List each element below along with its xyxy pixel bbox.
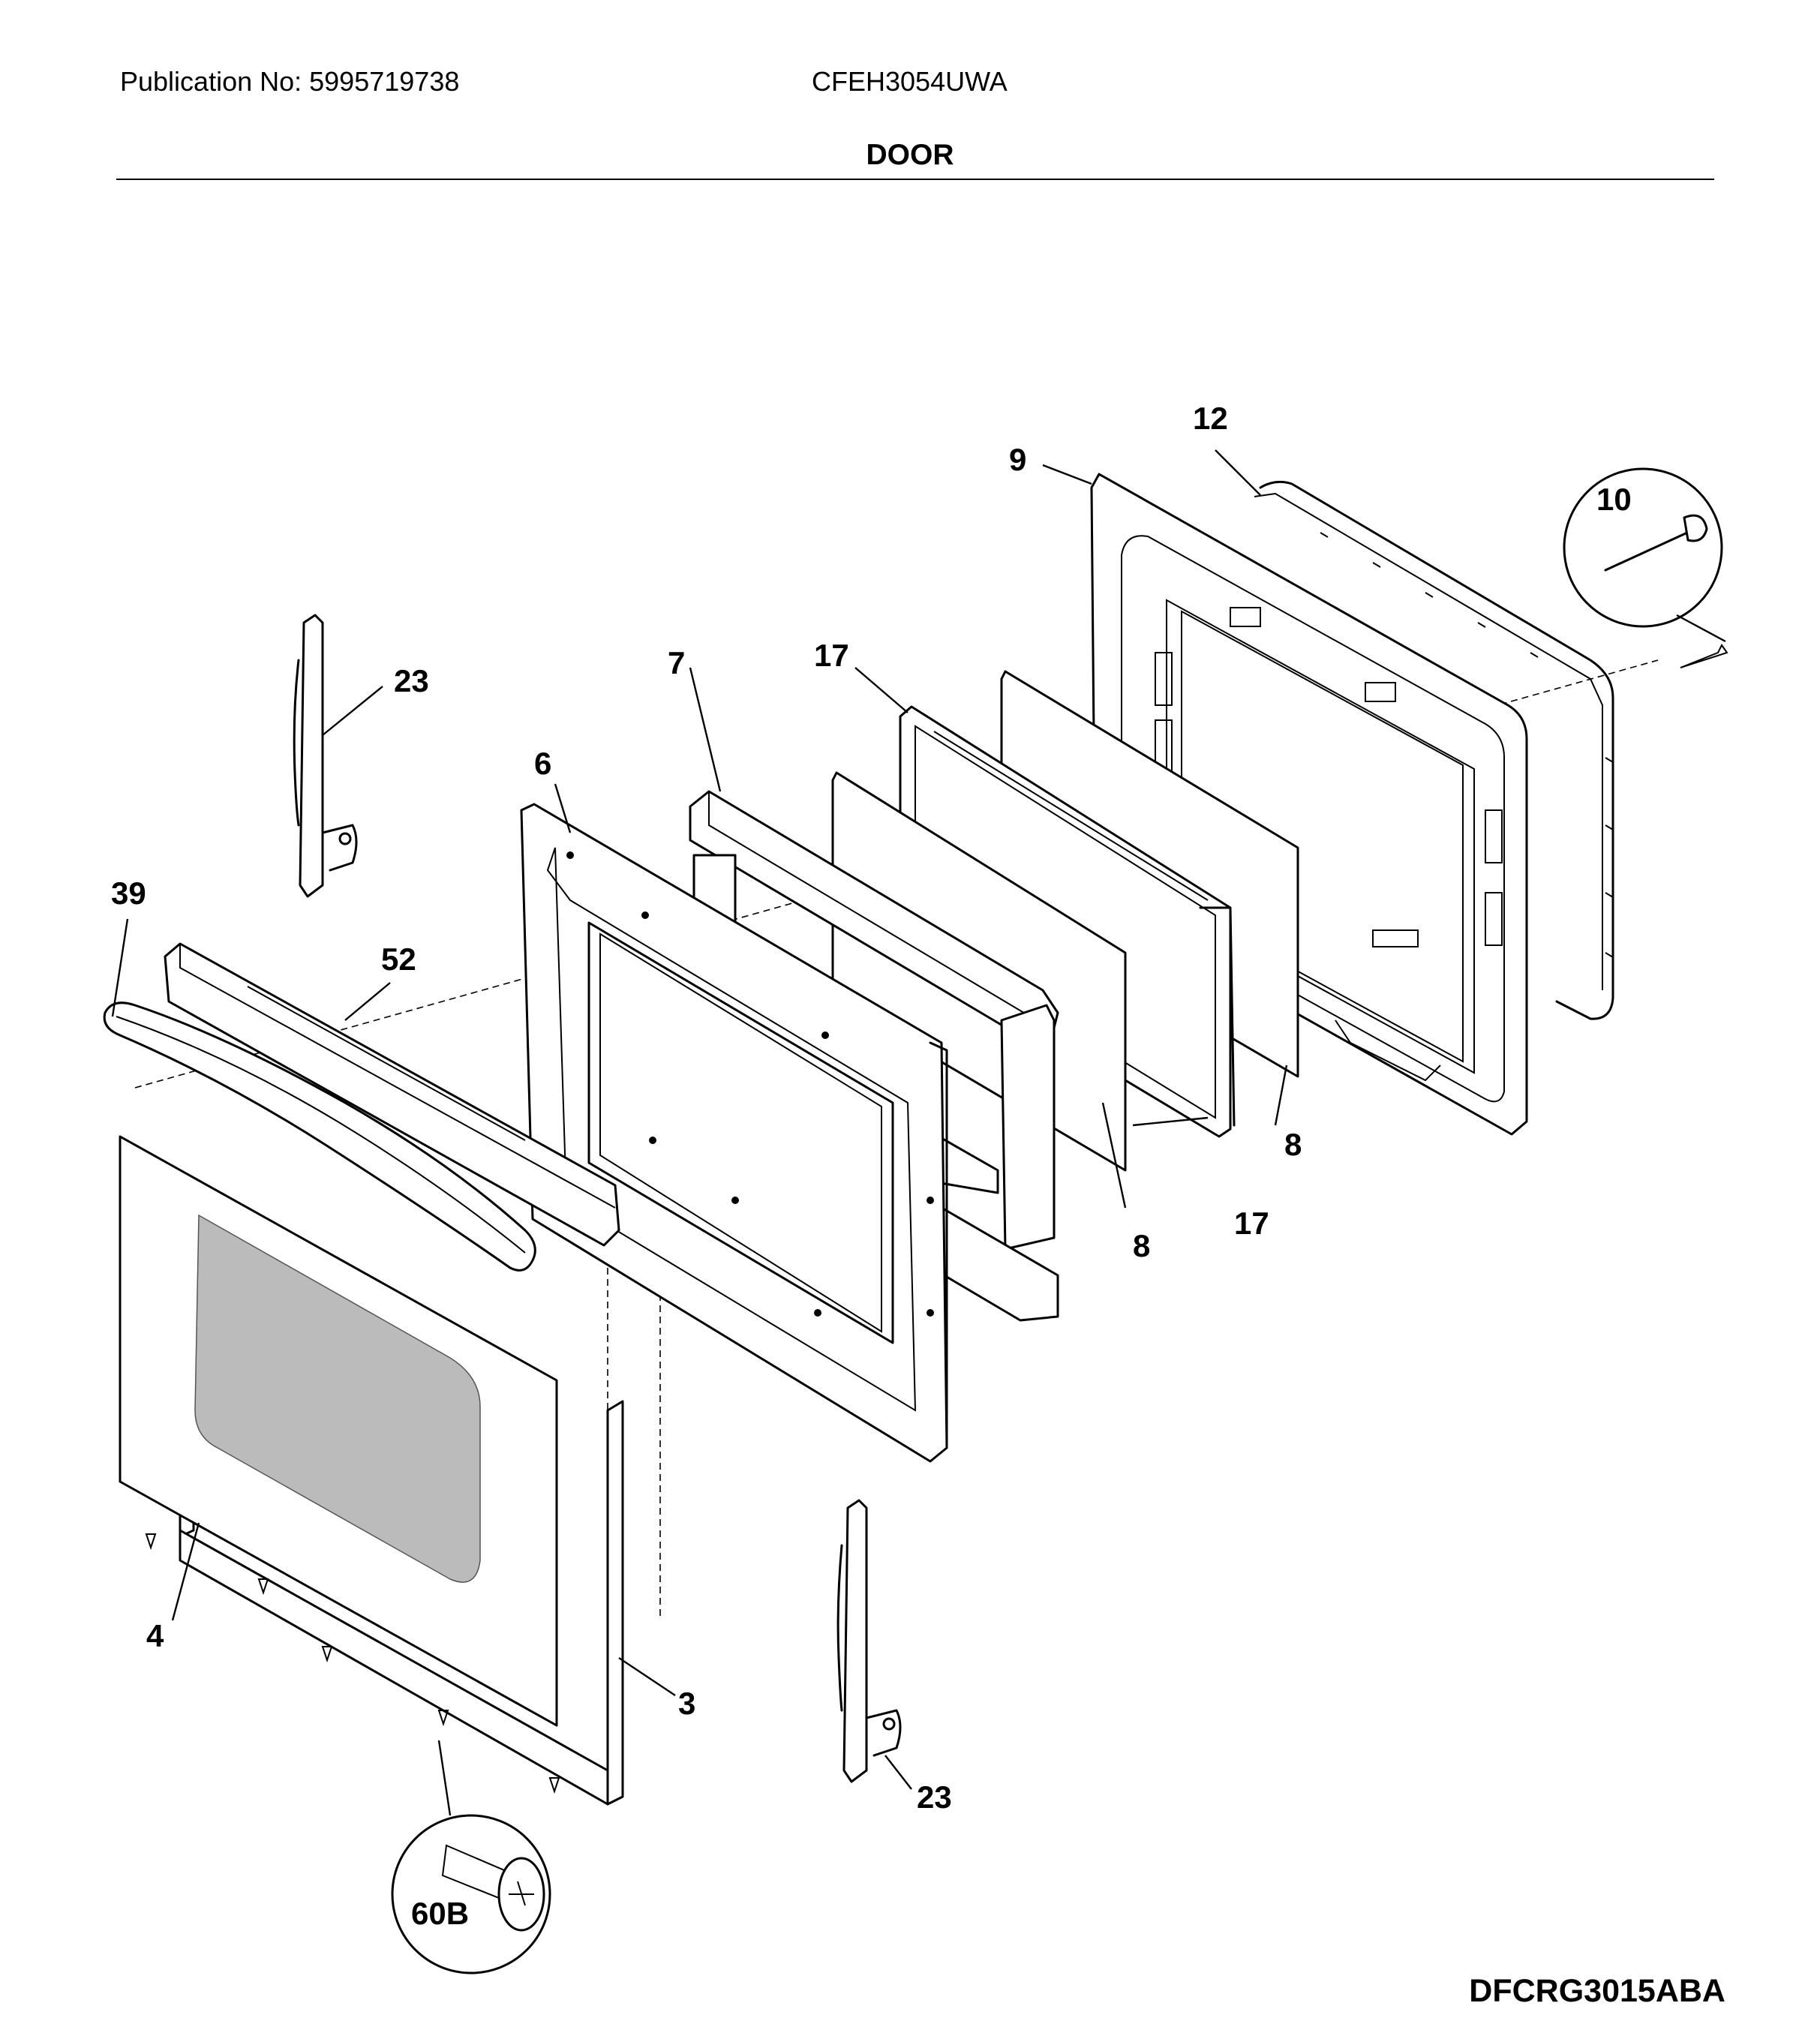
door-handle bbox=[103, 1001, 536, 1272]
header-rule bbox=[116, 179, 1714, 180]
callout-8-right: 8 bbox=[1284, 1127, 1302, 1162]
door-screws bbox=[145, 1533, 560, 1794]
door-handle-trim bbox=[164, 942, 620, 1247]
callout-12: 12 bbox=[1193, 401, 1228, 436]
callout-60b: 60B bbox=[411, 1896, 469, 1931]
section-title: DOOR bbox=[866, 139, 954, 171]
callout-6: 6 bbox=[534, 746, 551, 781]
screw-detail-60b bbox=[391, 1740, 551, 1974]
callout-10: 10 bbox=[1596, 482, 1632, 517]
callout-23-lower: 23 bbox=[917, 1779, 952, 1815]
callout-52: 52 bbox=[381, 941, 416, 977]
callout-4: 4 bbox=[146, 1618, 164, 1653]
door-frame bbox=[520, 803, 948, 1463]
hinge-upper bbox=[293, 614, 358, 898]
drawing-code: DFCRG3015ABA bbox=[1469, 1973, 1725, 2009]
callout-labels: 12 9 10 17 7 23 6 39 52 8 17 8 4 3 23 60… bbox=[111, 401, 1632, 1931]
model-number: CFEH3054UWA bbox=[812, 66, 1008, 97]
callout-leaders bbox=[111, 449, 1288, 1790]
callout-17-top: 17 bbox=[814, 638, 849, 673]
hinge-lower bbox=[836, 1499, 902, 1783]
callout-8-center: 8 bbox=[1133, 1228, 1150, 1263]
outer-door-panel bbox=[179, 1400, 624, 1806]
callout-7: 7 bbox=[668, 645, 685, 680]
callout-9: 9 bbox=[1009, 442, 1026, 477]
publication-number: Publication No: 5995719738 bbox=[120, 66, 460, 97]
callout-3: 3 bbox=[678, 1686, 695, 1721]
door-outer-glass bbox=[119, 1135, 558, 1727]
callout-39: 39 bbox=[111, 875, 146, 911]
callout-17-bottom: 17 bbox=[1234, 1206, 1269, 1241]
door-gasket bbox=[1254, 480, 1614, 1020]
screw-detail-10 bbox=[1563, 467, 1728, 668]
callout-23-upper: 23 bbox=[394, 663, 429, 698]
